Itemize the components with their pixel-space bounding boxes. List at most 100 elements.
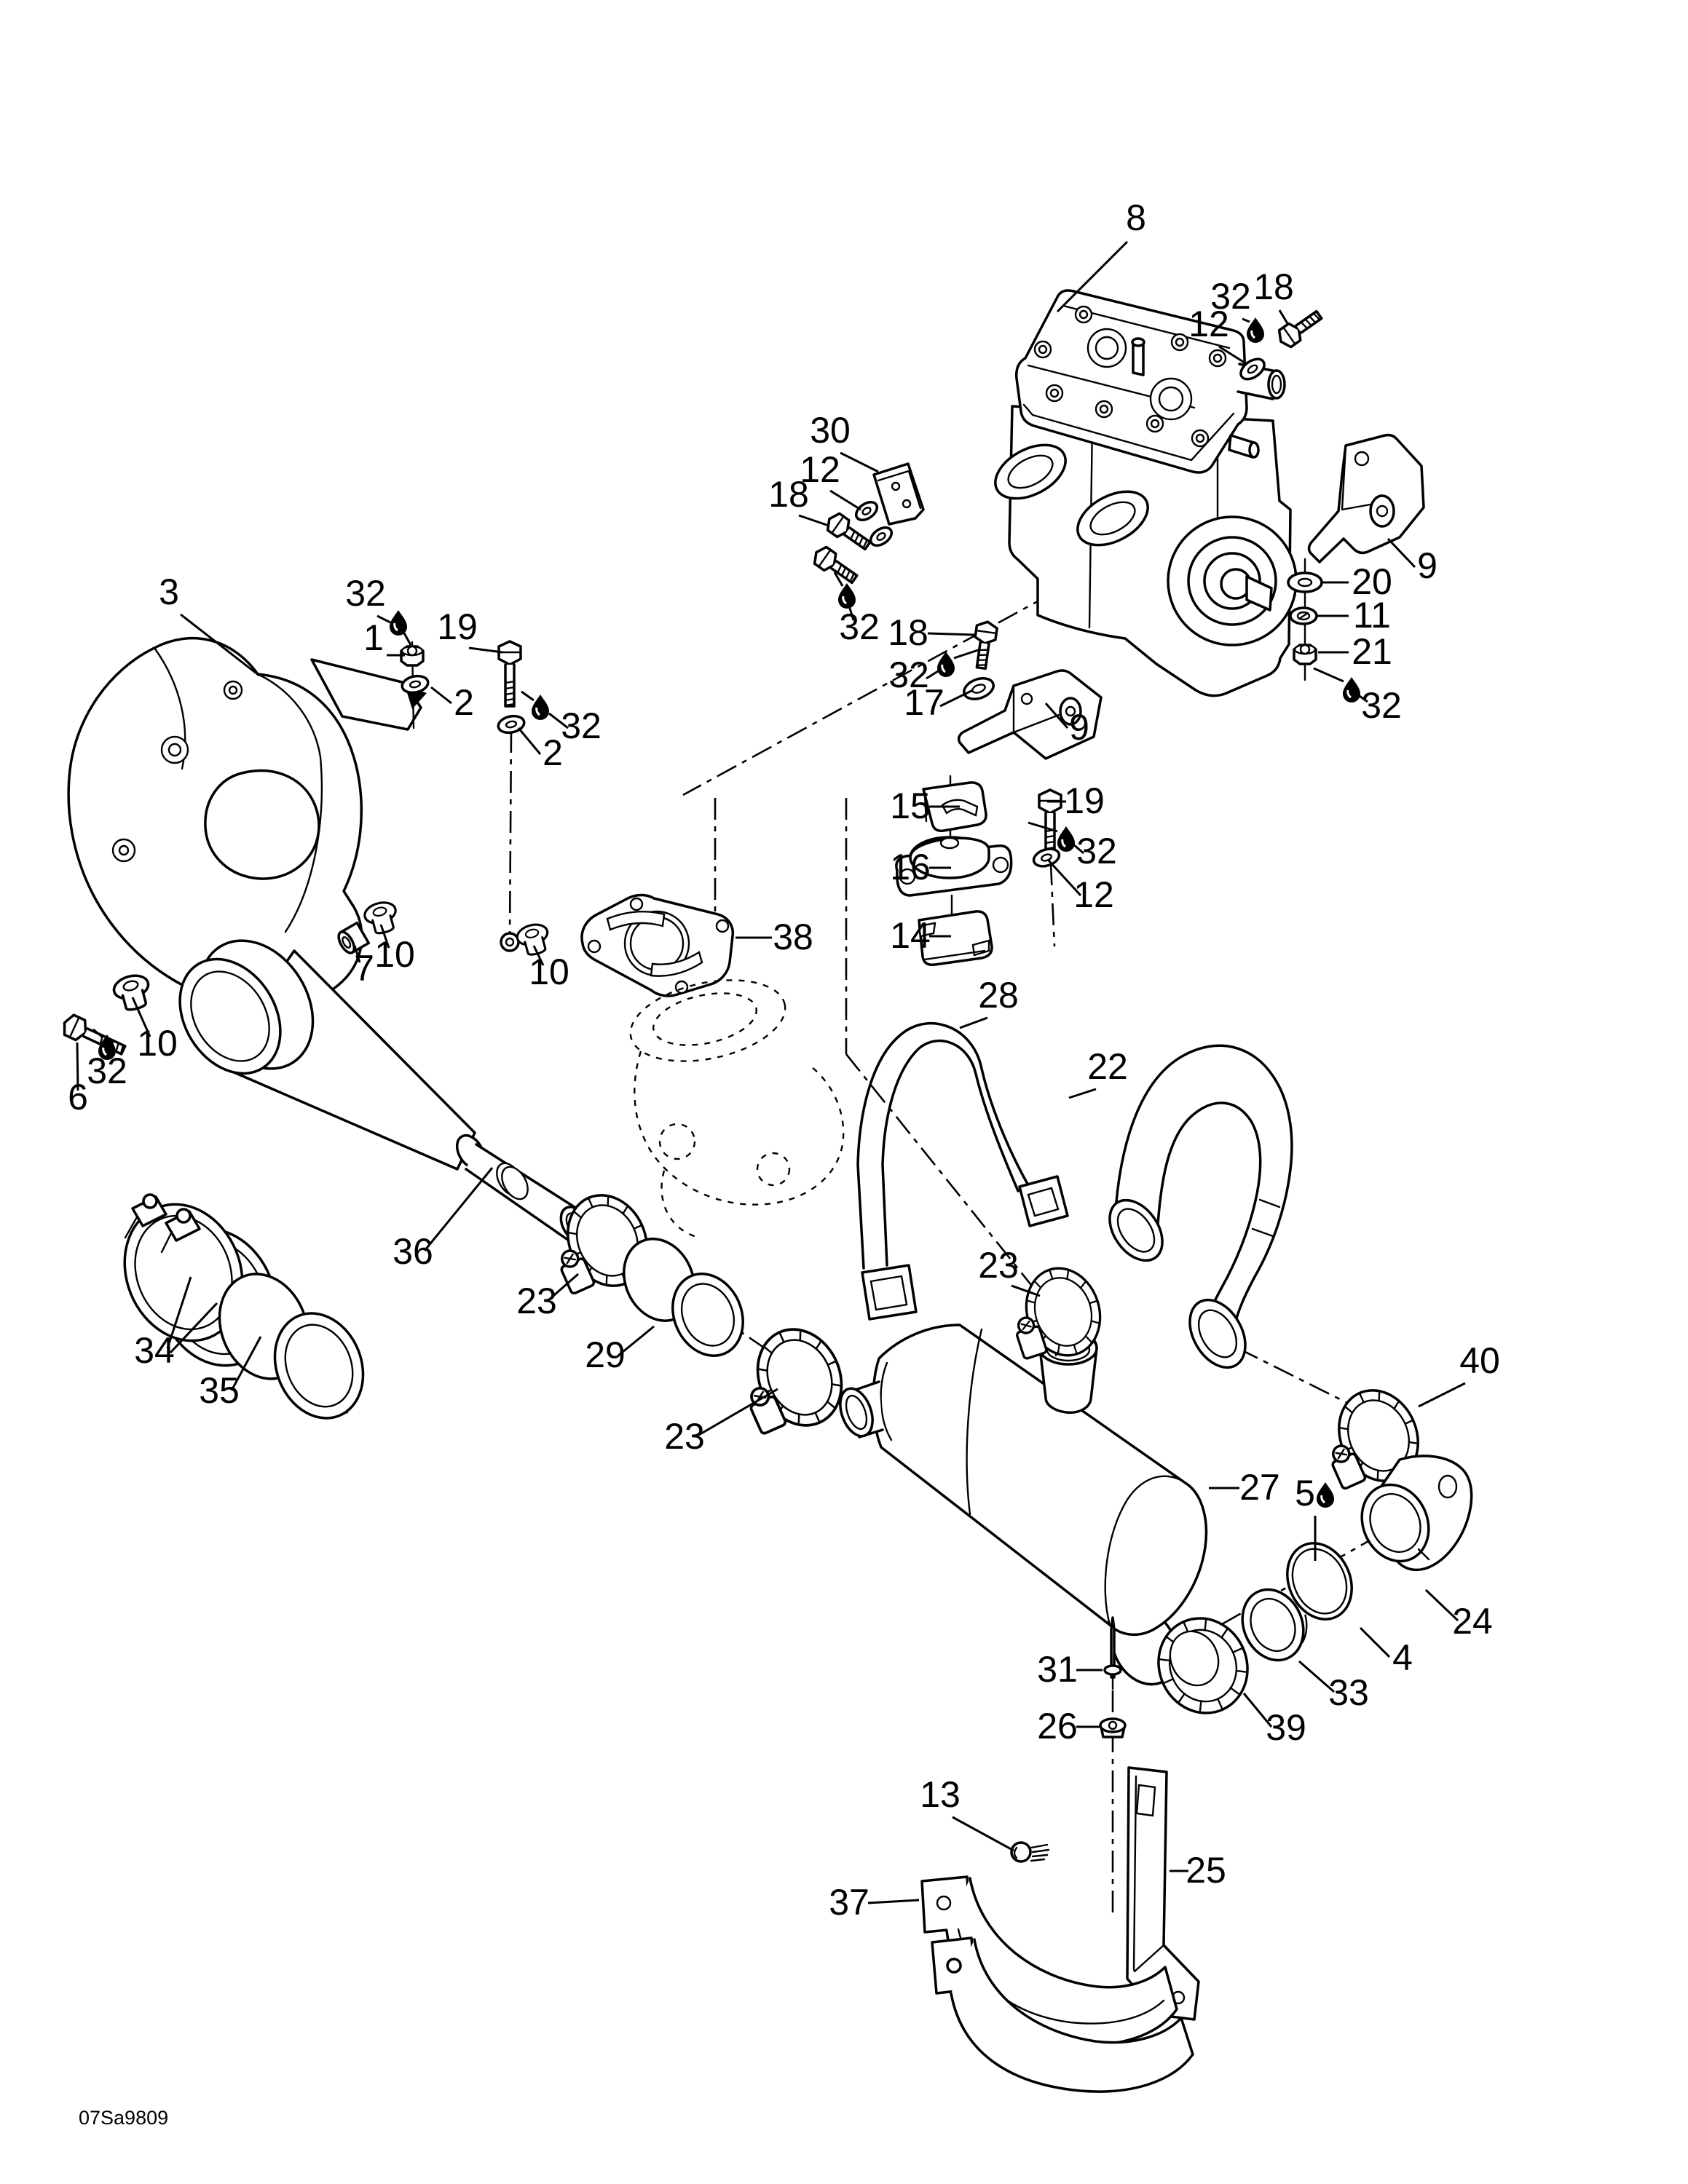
callout-label-10: 10: [529, 951, 569, 992]
callout-label-7: 7: [354, 948, 374, 989]
leader-line-7: [353, 945, 361, 963]
support-plate-30: [809, 462, 925, 589]
callout-label-27: 27: [1239, 1467, 1280, 1508]
leader-line-28: [959, 1016, 988, 1029]
callout-label-40: 40: [1459, 1340, 1500, 1381]
callout-label-12: 12: [1073, 874, 1114, 915]
callout-label-14: 14: [890, 915, 931, 956]
callout-label-38: 38: [773, 917, 813, 957]
callout-label-5: 5: [1295, 1473, 1315, 1514]
phantom-manifold: [629, 979, 845, 1239]
callout-label-32: 32: [839, 606, 880, 647]
oring-5: [1286, 1542, 1353, 1621]
leader-line-13: [952, 1816, 1014, 1852]
flywheel: [1167, 515, 1298, 646]
oil-drop-highlight: [1250, 330, 1255, 339]
oil-drop-highlight: [941, 664, 946, 673]
callout-label-32: 32: [1361, 685, 1402, 726]
callout-label-1: 1: [363, 617, 384, 658]
apply-lubricant-icon: [838, 583, 856, 609]
apply-lubricant-icon: [937, 652, 955, 677]
leader-line-39: [1242, 1693, 1273, 1728]
leader-line-8: [1056, 240, 1129, 313]
spacer-7: [337, 921, 371, 954]
leader-line-40: [1418, 1382, 1466, 1408]
sleeve-29: [623, 1238, 744, 1357]
leader-line-12: [1218, 345, 1247, 365]
leader-line-32: [1028, 821, 1058, 833]
callout-label-37: 37: [829, 1882, 869, 1923]
leader-line-18: [1278, 309, 1290, 325]
leader-line-32: [1073, 843, 1084, 855]
callout-label-33: 33: [1328, 1672, 1369, 1713]
leader-line-36: [423, 1167, 494, 1251]
outlet-fittings: [1157, 1455, 1473, 1714]
apply-lubricant-icon: [1317, 1482, 1334, 1508]
apply-lubricant-icon: [98, 1034, 116, 1060]
bolt-18: [969, 619, 999, 671]
callout-label-23: 23: [516, 1281, 557, 1321]
drain-needle-31: [1103, 1616, 1122, 1690]
callout-label-18: 18: [1253, 266, 1294, 307]
oil-drop-highlight: [1061, 839, 1066, 848]
callout-label-18: 18: [888, 612, 928, 653]
apply-lubricant-icon: [532, 695, 549, 720]
callout-label-34: 34: [134, 1330, 175, 1371]
callout-label-32: 32: [888, 654, 929, 695]
drawing-number: 07Sa9809: [79, 2107, 168, 2129]
valve-cover: [1015, 289, 1286, 474]
engine-block: [994, 289, 1298, 697]
leader-line-32: [848, 605, 855, 621]
washer-nut-26: [1099, 1717, 1127, 1738]
oil-drop-highlight: [393, 622, 398, 632]
leader-line-12: [1047, 859, 1082, 897]
leader-line-32: [926, 670, 939, 680]
exhaust-gasket-38: [580, 893, 735, 997]
engine-support-front: [957, 619, 1103, 760]
bolt-18: [809, 542, 862, 589]
leader-line-33: [1298, 1660, 1335, 1693]
leader-line-17: [939, 689, 974, 708]
rubber-sleeve-35: [218, 1273, 365, 1420]
leader-line-2: [517, 727, 542, 755]
leader-line-37: [867, 1899, 920, 1904]
leader-line-35: [230, 1336, 262, 1391]
leader-line-32: [401, 630, 412, 646]
callout-label-20: 20: [1352, 561, 1392, 602]
hardware-centre-left: [58, 898, 553, 1061]
callout-label-19: 19: [437, 606, 478, 647]
apply-lubricant-icon: [1247, 317, 1264, 343]
callout-label-23: 23: [664, 1416, 705, 1457]
leader-line-23: [548, 1273, 579, 1302]
leader-line-6: [76, 1042, 79, 1091]
leader-line-32: [1313, 667, 1344, 683]
callout-label-32: 32: [87, 1051, 127, 1091]
fastener-set-top-right: [1239, 305, 1327, 381]
tuned-pipe-horn: [67, 636, 526, 1008]
callout-label-10: 10: [137, 1023, 178, 1064]
callout-label-12: 12: [1188, 304, 1229, 344]
leader-line-10: [532, 945, 545, 966]
leader-line-32: [521, 690, 535, 702]
leader-line-10: [379, 924, 390, 949]
callout-label-18: 18: [768, 474, 809, 515]
callout-label-25: 25: [1186, 1850, 1226, 1891]
leader-line-23: [697, 1388, 778, 1437]
muffler: [839, 1324, 1208, 1686]
callout-label-10: 10: [374, 934, 415, 975]
callout-label-24: 24: [1452, 1601, 1493, 1642]
callout-label-19: 19: [1064, 780, 1105, 821]
nut-21: [1293, 644, 1317, 665]
callout-label-36: 36: [393, 1231, 433, 1272]
connector-train: [537, 1181, 858, 1447]
leader-line-12: [829, 489, 861, 511]
callout-label-6: 6: [68, 1077, 88, 1117]
callout-label-3: 3: [159, 571, 179, 612]
muffler-saddle-37: [920, 1875, 1194, 2093]
leader-line-32: [548, 712, 569, 729]
leader-line-32: [1242, 317, 1250, 323]
bolt-18: [1274, 305, 1327, 352]
callout-label-16: 16: [890, 847, 931, 887]
